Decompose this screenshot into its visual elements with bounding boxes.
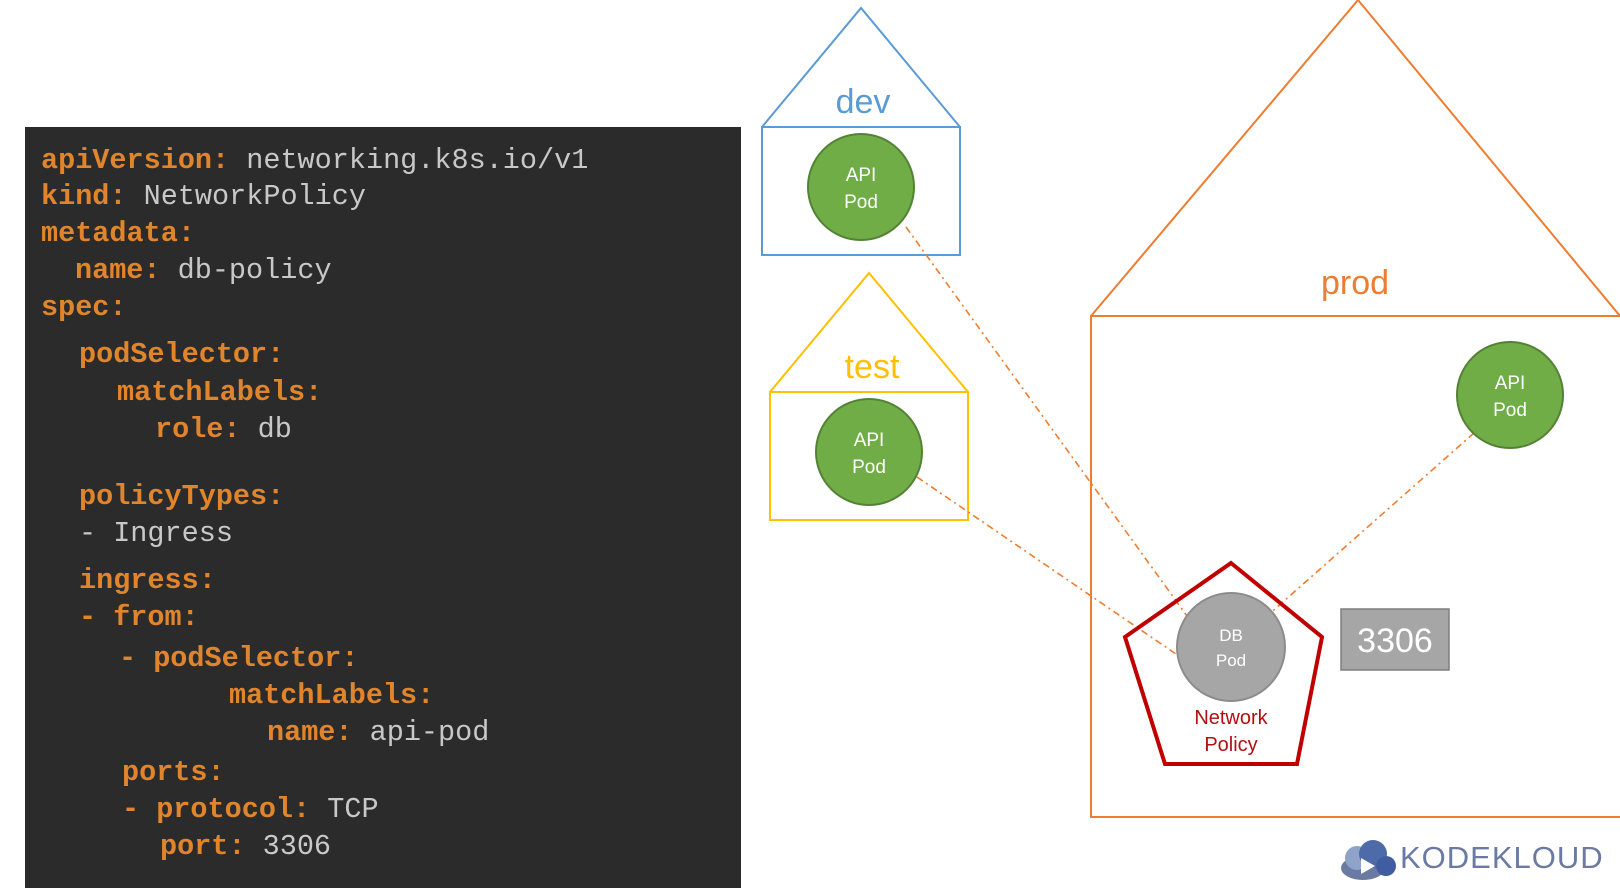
yaml-line: spec: [41,291,127,325]
api-pod-circle [1456,341,1564,449]
yaml-value: networking.k8s.io/v1 [229,144,589,177]
connection-lines [905,226,1475,655]
yaml-line: policyTypes: [79,480,284,514]
api-pod-label-line1: API [1495,373,1526,394]
prod-namespace-label: prod [1321,264,1389,302]
db-pod-circle [1176,592,1286,702]
yaml-key: apiVersion: [41,144,230,177]
yaml-line: ports: [122,756,225,790]
yaml-key: metadata: [41,217,195,250]
yaml-key: kind: [41,180,127,213]
cloud-icon [1341,840,1396,880]
yaml-line: - from: [79,601,199,635]
network-policy-label-line1: Network [1194,707,1268,729]
yaml-key: - protocol: [122,793,311,826]
yaml-line: - podSelector: [119,642,358,676]
api-pod-prod: API Pod [1456,341,1564,449]
yaml-key: - podSelector: [119,642,359,675]
kodekloud-logo [1341,840,1396,880]
yaml-value: NetworkPolicy [126,180,366,213]
yaml-key: port: [160,830,246,863]
connection-prod-to-db [1266,432,1475,617]
yaml-key: role: [155,413,241,446]
api-pod-label-line2: Pod [1493,400,1527,421]
yaml-line: name: db-policy [75,254,332,288]
yaml-code-panel: apiVersion: networking.k8s.io/v1 kind: N… [25,127,741,888]
yaml-line: name: api-pod [267,716,489,750]
api-pod-label-line2: Pod [852,457,886,478]
api-pod-label-line2: Pod [844,192,878,213]
dev-namespace-label: dev [836,83,891,121]
db-pod-label-line2: Pod [1216,651,1246,670]
yaml-line: metadata: [41,217,195,251]
api-pod-dev: API Pod [807,133,915,241]
yaml-line: apiVersion: networking.k8s.io/v1 [41,144,588,178]
yaml-key: name: [267,716,353,749]
network-policy-label-line2: Policy [1204,734,1257,756]
yaml-key: spec: [41,291,127,324]
port-box [1340,608,1450,671]
yaml-value: 3306 [245,830,332,863]
prod-namespace-box [1090,315,1620,818]
connection-test-to-db [916,476,1177,655]
yaml-key: policyTypes: [79,480,285,513]
yaml-key: ingress: [79,564,216,597]
logo-text: KODEKLOUD [1400,840,1604,875]
port-label: 3306 [1357,622,1433,660]
api-pod-label-line1: API [846,165,877,186]
yaml-line: kind: NetworkPolicy [41,180,366,214]
api-pod-test: API Pod [815,398,923,506]
connection-dev-to-db [905,226,1188,617]
yaml-line: port: 3306 [160,830,331,864]
dev-namespace-box [761,126,961,256]
api-pod-circle [807,133,915,241]
yaml-line: podSelector: [79,338,284,372]
yaml-key: matchLabels: [229,679,435,712]
test-namespace-roof [769,271,969,393]
yaml-value: - Ingress [79,517,233,550]
yaml-key: - from: [79,601,199,634]
test-namespace-label: test [845,348,900,386]
network-policy-shape [1122,560,1325,766]
dev-namespace-roof [761,6,961,128]
yaml-line: role: db [155,413,292,447]
yaml-key: podSelector: [79,338,285,371]
prod-namespace-roof [1090,0,1620,317]
yaml-key: name: [75,254,161,287]
yaml-line: matchLabels: [117,376,322,410]
yaml-key: ports: [122,756,225,789]
yaml-value: api-pod [352,716,490,749]
yaml-key: matchLabels: [117,376,323,409]
yaml-line: matchLabels: [229,679,434,713]
api-pod-label-line1: API [854,430,885,451]
yaml-line: ingress: [79,564,216,598]
test-namespace-box [769,391,969,521]
yaml-value: db-policy [160,254,332,287]
yaml-line: - protocol: TCP [122,793,379,827]
api-pod-circle [815,398,923,506]
db-pod-label-line1: DB [1219,626,1243,645]
yaml-value: db [240,413,292,446]
yaml-value: TCP [310,793,379,826]
db-pod: DB Pod [1176,592,1286,702]
yaml-line: - Ingress [79,517,233,551]
